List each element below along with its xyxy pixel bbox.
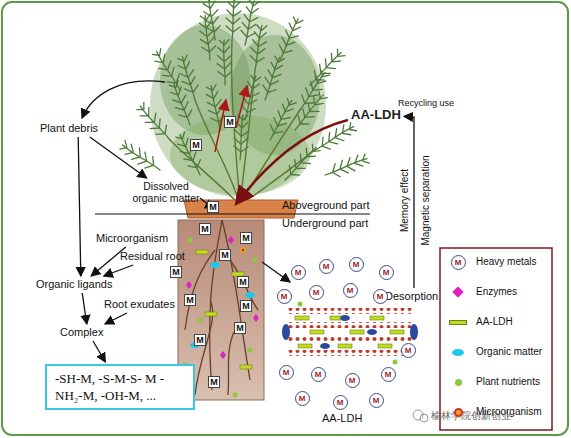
complex-box: -SH-M, -S-M-S- M -NH₂-M, -OH-M, ... — [45, 364, 195, 410]
node-text: -SH-M, -S-M-S- M -NH₂-M, -OH-M, ... — [55, 370, 185, 404]
node-text: Dissolved organic matter — [128, 180, 204, 204]
metal-ion: M — [401, 343, 416, 358]
metal-ion: M — [277, 289, 292, 304]
legend-text: AA-LDH — [476, 316, 513, 328]
metal-ion: M — [319, 259, 334, 274]
metal-ion: M — [279, 365, 294, 380]
metal-ion: M — [291, 265, 306, 280]
metal-ion: M — [343, 283, 358, 298]
metal-mark: M — [219, 249, 231, 261]
legend-text: Plant nutrients — [476, 376, 540, 388]
process-label: Organic ligands — [36, 278, 126, 291]
flow-arrow — [104, 265, 133, 276]
node-text: Desorption — [385, 290, 443, 303]
metal-mark: M — [234, 322, 246, 334]
process-label: Recycling use — [398, 97, 454, 110]
metal-ion: M — [379, 265, 394, 280]
legend-text: Microorganism — [476, 406, 542, 418]
metal-ion: M — [381, 367, 396, 382]
legend-text: Enzymes — [476, 286, 517, 298]
legend-swatch — [449, 320, 467, 325]
metal-mark: M — [207, 201, 219, 213]
node-text: Microorganism — [96, 232, 176, 245]
metal-ion: M — [373, 289, 388, 304]
metal-ion: M — [295, 391, 310, 406]
node-text: Root exudates — [104, 298, 184, 311]
metal-ion: M — [333, 395, 348, 410]
metal-mark: M — [194, 334, 206, 346]
flow-arrow — [90, 137, 147, 178]
metal-ion: M — [311, 367, 326, 382]
process-label: Plant debris — [40, 122, 116, 135]
flow-arrow — [82, 293, 87, 324]
process-label: Microorganism — [96, 232, 176, 245]
metal-mark: M — [240, 232, 252, 244]
node-text: Residual root — [120, 250, 192, 263]
metal-mark: M — [224, 116, 236, 128]
metal-mark: M — [190, 139, 202, 151]
legend-text: Organic matter — [476, 346, 542, 358]
metal-mark: M — [199, 223, 211, 235]
metal-mark: M — [170, 266, 182, 278]
metal-mark: M — [184, 294, 196, 306]
flow-arrow — [78, 137, 81, 276]
material-label: AA-LDH — [350, 108, 402, 121]
node-text: Organic ligands — [36, 278, 126, 291]
process-label: Dissolved organic matter — [128, 180, 204, 204]
material-label: AA-LDH — [322, 412, 362, 425]
metal-ion: M — [309, 285, 324, 300]
process-label: Memory effect — [398, 156, 411, 246]
metal-ion: M — [345, 373, 360, 388]
metal-mark: M — [240, 300, 252, 312]
process-label: Complex — [60, 326, 116, 339]
metal-mark: M — [237, 276, 249, 288]
region-label: Aboveground part — [282, 199, 369, 212]
process-label: Magnetic separation — [419, 146, 432, 256]
legend-sample: M — [451, 255, 466, 270]
metal-ion: M — [349, 257, 364, 272]
metal-mark: M — [208, 376, 220, 388]
legend-swatch — [452, 349, 464, 356]
legend-swatch — [455, 379, 462, 386]
legend-text: Heavy metals — [476, 256, 537, 268]
node-text: Complex — [60, 326, 116, 339]
flow-arrow — [105, 313, 127, 324]
process-label: Desorption — [385, 290, 443, 303]
flow-arrow — [93, 341, 105, 362]
process-label: Residual root — [120, 250, 192, 263]
node-text: AA-LDH — [350, 108, 402, 121]
region-label: Underground part — [282, 217, 368, 230]
node-text: Plant debris — [40, 122, 116, 135]
metal-ion: M — [369, 393, 384, 408]
process-label: Root exudates — [104, 298, 184, 311]
legend-swatch — [454, 408, 463, 417]
